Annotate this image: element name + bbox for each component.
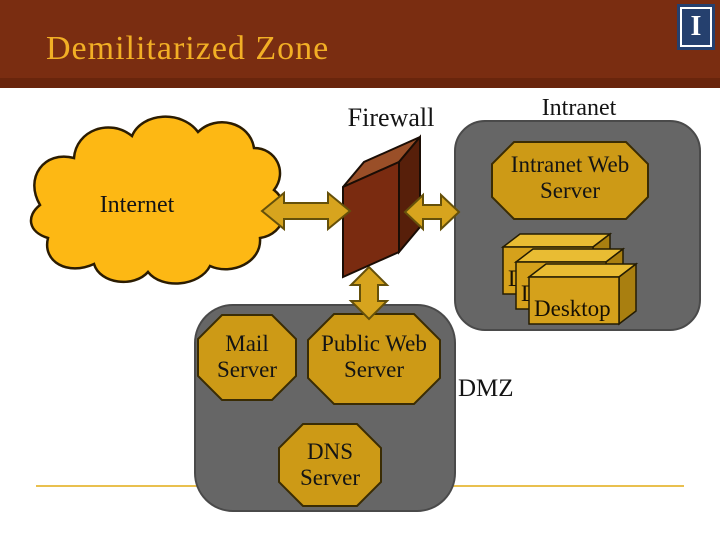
public-web-server-shape <box>307 313 441 405</box>
firewall-label: Firewall <box>347 103 435 132</box>
header-bar: Demilitarized Zone I <box>0 0 720 88</box>
intranet-web-server-shape <box>491 141 649 220</box>
mail-server-label: Mail Server <box>216 331 278 383</box>
desktop-label-front: Desktop <box>534 296 611 321</box>
dns-server-shape <box>278 423 382 507</box>
logo-frame: I <box>680 7 712 47</box>
firewall-box <box>342 134 421 279</box>
desktop-stack: Desktop Desktop Desktop <box>500 232 639 326</box>
page-title: Demilitarized Zone <box>46 30 330 67</box>
desktop-box-front: Desktop <box>526 262 639 326</box>
logo-column-i-icon: I <box>690 11 702 42</box>
arrow-internet-firewall <box>260 190 352 232</box>
intranet-label: Intranet <box>541 95 617 121</box>
university-logo: I <box>677 4 715 50</box>
dns-server-label: DNS Server <box>299 439 361 491</box>
arrow-firewall-intranet <box>403 192 461 232</box>
public-web-server-label: Public Web Server <box>321 331 427 383</box>
dmz-label: DMZ <box>458 375 514 402</box>
mail-server-shape <box>197 314 297 401</box>
internet-label: Internet <box>99 192 175 218</box>
intranet-web-server-label: Intranet Web Server <box>510 152 630 204</box>
arrow-firewall-dmz <box>348 265 390 321</box>
